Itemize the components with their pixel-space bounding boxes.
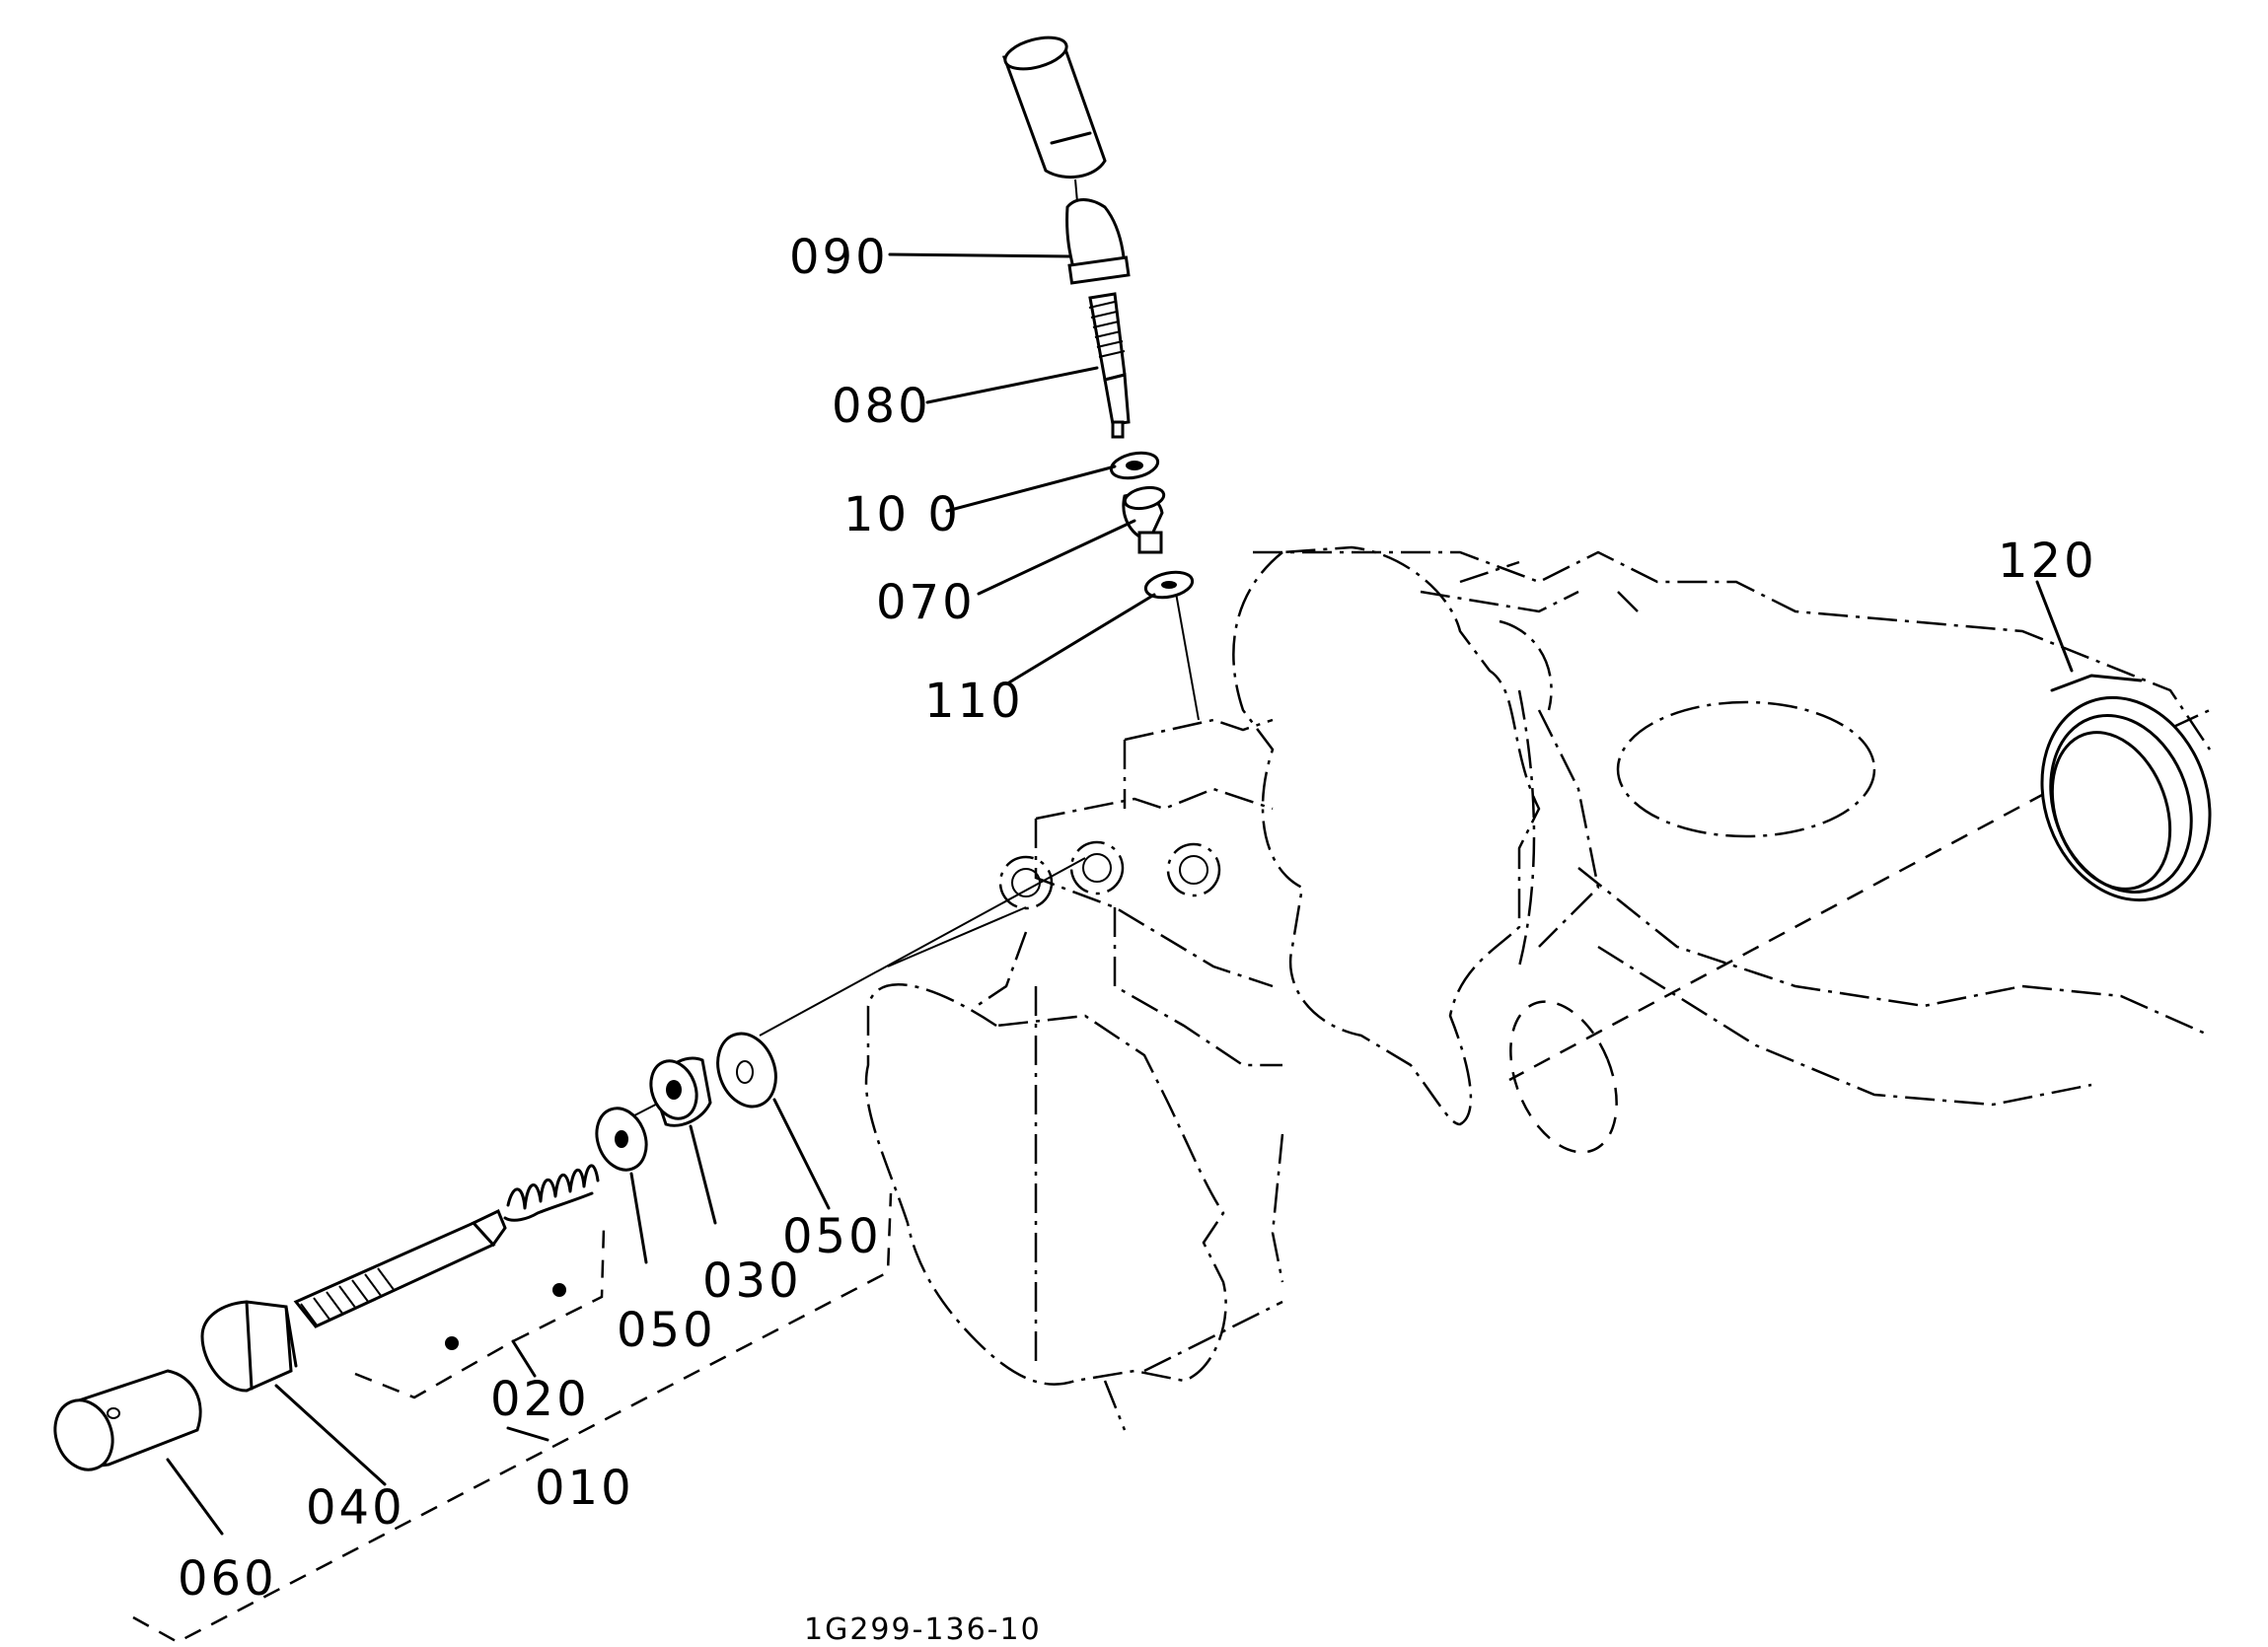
part-labels: 090 080 10 0 070 110 120 050 030 050 020… bbox=[178, 230, 2097, 1607]
label-050-upper: 050 bbox=[782, 1209, 882, 1264]
housing-outline bbox=[864, 545, 2212, 1431]
leader-lines bbox=[166, 252, 2074, 1536]
label-090: 090 bbox=[789, 230, 889, 285]
part-120-seal bbox=[2040, 674, 2212, 902]
figure-id: 1G299-136-10 bbox=[804, 1612, 1042, 1647]
label-060: 060 bbox=[178, 1551, 277, 1607]
label-020: 020 bbox=[490, 1372, 590, 1427]
label-100: 10 0 bbox=[843, 487, 961, 542]
lower-part-stack bbox=[53, 1032, 777, 1471]
label-120: 120 bbox=[1998, 534, 2097, 589]
label-110: 110 bbox=[924, 674, 1024, 729]
assembly-axis-lines bbox=[611, 581, 2211, 1128]
label-070: 080 bbox=[832, 379, 931, 434]
group-brackets bbox=[132, 1192, 893, 1644]
label-050-lower: 050 bbox=[617, 1303, 716, 1358]
top-part-stack bbox=[1001, 36, 1195, 600]
label-030: 030 bbox=[702, 1253, 802, 1309]
label-080: 070 bbox=[876, 575, 976, 630]
label-010: 010 bbox=[535, 1461, 634, 1516]
label-040: 040 bbox=[306, 1480, 405, 1536]
